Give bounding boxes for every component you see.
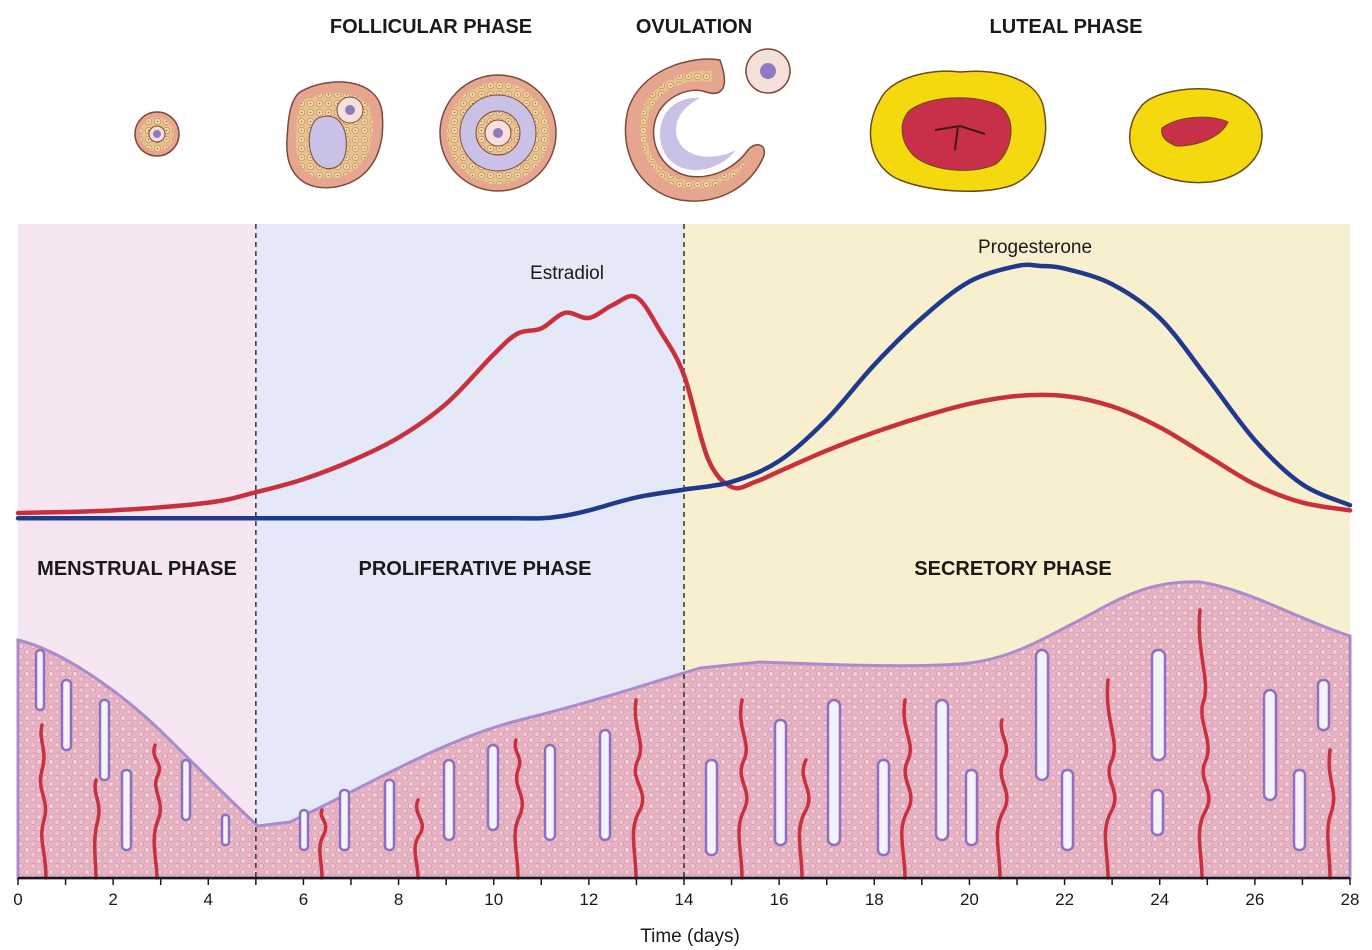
proliferative-phase-label: PROLIFERATIVE PHASE <box>359 558 592 580</box>
estradiol-line <box>15 293 1353 516</box>
regressing-corpus-luteum-illustration <box>1128 88 1263 184</box>
x-tick-label: 0 <box>13 890 22 909</box>
hormone-chart: Estradiol Progesterone <box>15 237 1353 521</box>
luteal-phase-heading: LUTEAL PHASE <box>990 16 1143 38</box>
progesterone-line <box>15 262 1353 521</box>
secondary-follicle-illustration <box>286 81 384 189</box>
menstrual-phase-label: MENSTRUAL PHASE <box>37 558 237 580</box>
secretory-phase-label: SECRETORY PHASE <box>914 558 1111 580</box>
ovulating-follicle-illustration <box>624 48 791 202</box>
estradiol-label: Estradiol <box>530 263 604 284</box>
x-tick-label: 22 <box>1055 890 1074 909</box>
x-tick-label: 6 <box>299 890 308 909</box>
ovulation-heading: OVULATION <box>636 16 752 38</box>
x-tick-label: 8 <box>394 890 403 909</box>
x-tick-label: 12 <box>579 890 598 909</box>
follicle-illustrations <box>134 48 1263 202</box>
spiral-arteries <box>38 608 1336 880</box>
progesterone-label: Progesterone <box>978 237 1092 258</box>
x-tick-label: 18 <box>865 890 884 909</box>
x-tick-label: 26 <box>1245 890 1264 909</box>
x-tick-label: 10 <box>484 890 503 909</box>
x-tick-label: 20 <box>960 890 979 909</box>
corpus-luteum-illustration <box>869 70 1047 192</box>
x-tick-label: 14 <box>675 890 694 909</box>
ovarian-phase-headings: FOLLICULAR PHASE OVULATION LUTEAL PHASE <box>330 16 1143 38</box>
x-tick-label: 28 <box>1341 890 1360 909</box>
phase-dividers <box>255 224 685 878</box>
x-tick-label: 4 <box>204 890 213 909</box>
uterine-phase-labels: MENSTRUAL PHASE PROLIFERATIVE PHASE SECR… <box>37 558 1112 580</box>
tertiary-follicle-illustration <box>439 74 557 192</box>
x-tick-label: 16 <box>770 890 789 909</box>
x-tick-label: 24 <box>1150 890 1169 909</box>
primary-follicle-illustration <box>134 111 180 157</box>
follicular-phase-heading: FOLLICULAR PHASE <box>330 16 532 38</box>
x-axis-title: Time (days) <box>640 926 740 947</box>
x-tick-label: 2 <box>108 890 117 909</box>
endometrial-glands <box>34 648 1331 857</box>
